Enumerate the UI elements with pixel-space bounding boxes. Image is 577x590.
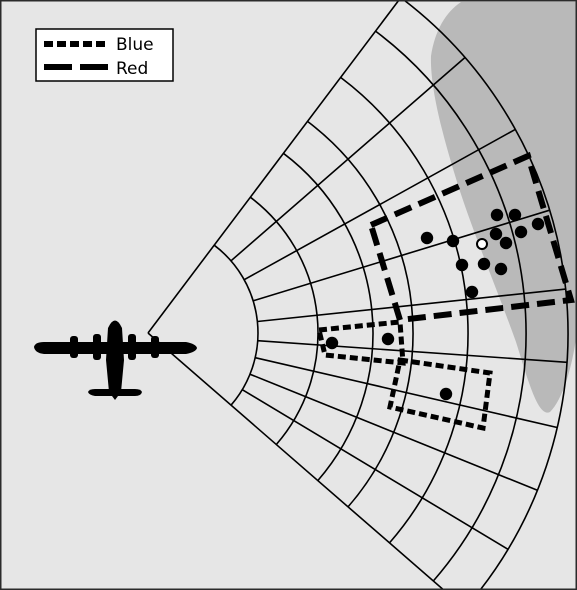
impact-dot xyxy=(490,208,504,222)
impact-dot xyxy=(381,332,395,346)
legend: Blue Red xyxy=(35,28,174,82)
range-arc xyxy=(307,120,414,508)
range-bearing-grid xyxy=(147,0,569,590)
range-arc xyxy=(249,196,319,446)
impact-dot xyxy=(439,387,453,401)
impact-dot xyxy=(465,285,479,299)
range-arc xyxy=(213,244,259,406)
legend-box xyxy=(35,28,174,82)
legend-label-red: Red xyxy=(116,59,148,79)
impact-dot xyxy=(514,225,528,239)
impact-dot xyxy=(531,217,545,231)
aim-point-marker xyxy=(476,238,488,250)
impact-dot xyxy=(499,236,513,250)
impact-dot xyxy=(477,257,491,271)
impact-dot xyxy=(455,258,469,272)
red-target-box xyxy=(367,151,575,324)
range-arc xyxy=(282,152,374,482)
impact-dot xyxy=(489,227,503,241)
impact-dot xyxy=(420,231,434,245)
blue-target-box-near xyxy=(315,319,406,366)
impact-points xyxy=(325,208,545,401)
impact-dot xyxy=(446,234,460,248)
blue-target-box-far xyxy=(387,357,493,432)
bearing-line xyxy=(147,0,400,334)
range-arc xyxy=(340,76,469,544)
impact-dot xyxy=(325,336,339,350)
impact-dot xyxy=(508,208,522,222)
bearing-line xyxy=(147,332,445,590)
airplane-silhouette-icon xyxy=(34,320,197,400)
outer-range-arc xyxy=(402,0,569,590)
impact-dot xyxy=(494,262,508,276)
range-arc xyxy=(375,30,527,582)
legend-label-blue: Blue xyxy=(116,35,154,55)
